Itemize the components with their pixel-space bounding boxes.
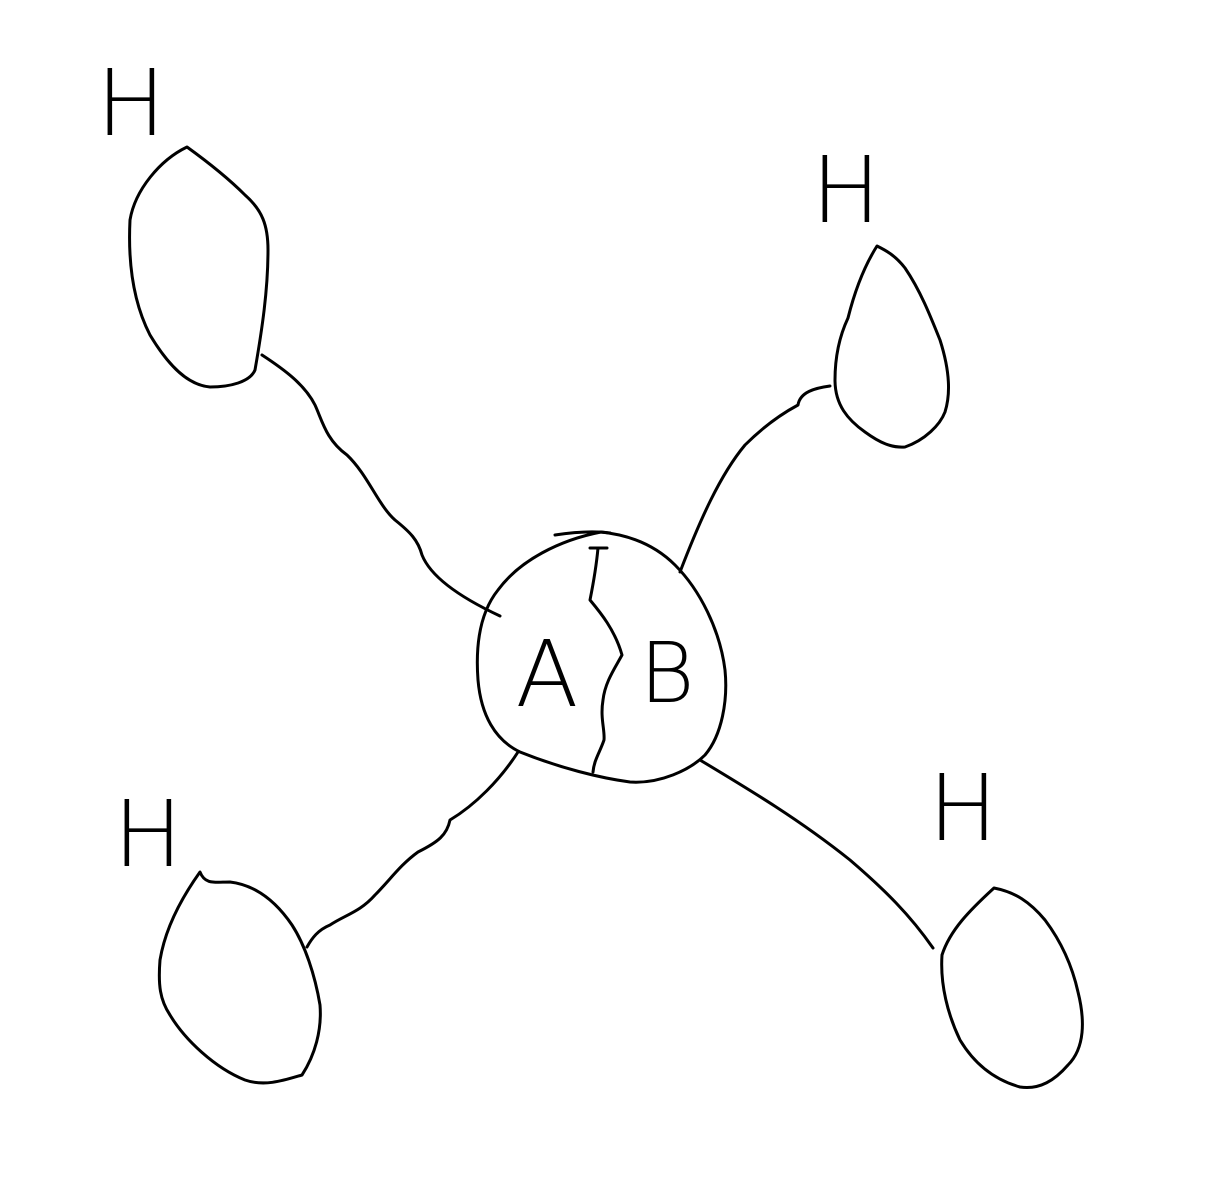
node-top-left: H xyxy=(96,50,502,618)
center-node: A B xyxy=(475,530,728,784)
node-bottom-left: H xyxy=(113,750,520,1085)
node-bottom-left-outline xyxy=(157,870,322,1085)
center-circle-outline xyxy=(475,530,728,784)
center-divider-line xyxy=(588,546,624,774)
node-top-left-outline xyxy=(128,145,270,389)
node-bottom-right-label: H xyxy=(928,755,997,862)
node-top-left-label: H xyxy=(96,50,165,157)
node-top-right-label: H xyxy=(811,137,880,244)
bond-bottom-left-center xyxy=(305,750,520,949)
bond-top-right-center xyxy=(678,384,832,574)
node-bottom-right-outline xyxy=(940,886,1084,1090)
node-bottom-left-label: H xyxy=(113,781,182,888)
node-bottom-right: H xyxy=(698,755,1084,1090)
center-label-a: A xyxy=(516,621,579,728)
center-top-tick xyxy=(553,530,612,537)
node-top-right-outline xyxy=(833,244,951,449)
node-top-right: H xyxy=(678,137,951,574)
bond-top-left-center xyxy=(260,353,502,618)
center-label-b: B xyxy=(639,624,694,722)
bond-bottom-right-center xyxy=(698,758,935,950)
